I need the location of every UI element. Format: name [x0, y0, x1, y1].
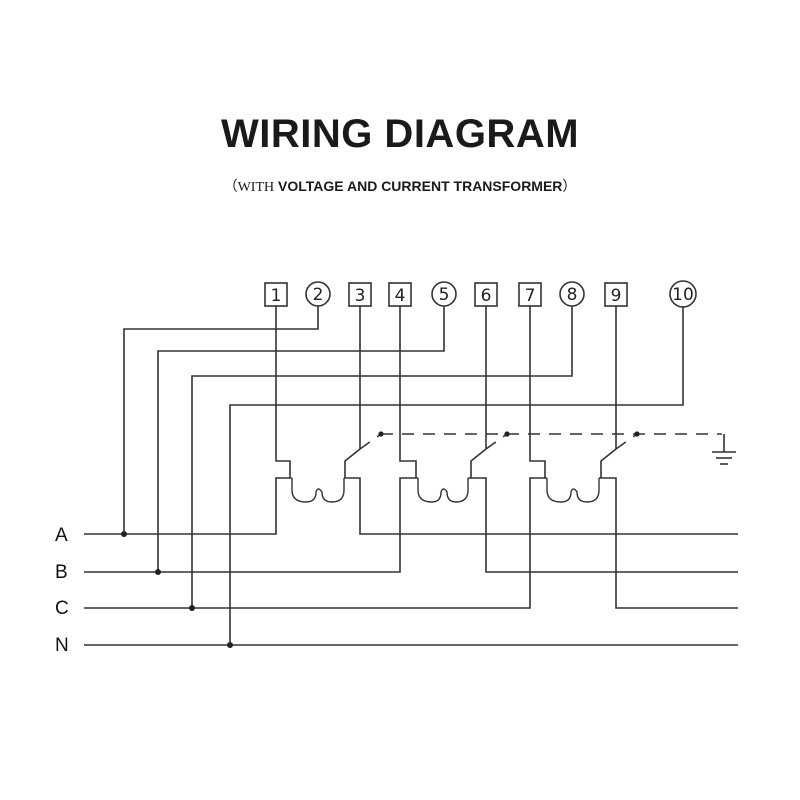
- ground-dash-ct3: [615, 433, 638, 450]
- terminal-8: 8: [559, 281, 585, 307]
- svg-text:10: 10: [672, 285, 694, 305]
- line-c-to-ct3: [84, 477, 547, 609]
- phase-label-b: B: [55, 562, 68, 583]
- terminal-7: 7: [518, 282, 542, 307]
- current-transformer-icon: [417, 478, 469, 503]
- svg-text:2: 2: [313, 285, 324, 305]
- ct1-lead-terminal-3: [344, 306, 361, 478]
- current-transformer-icon: [291, 478, 345, 503]
- svg-text:3: 3: [355, 286, 366, 306]
- line-a-from-ct1: [344, 477, 738, 535]
- svg-text:9: 9: [611, 286, 622, 306]
- wire-terminal-5-phase-b: [157, 306, 445, 572]
- junction-dot: [155, 569, 161, 575]
- subtitle-open: （WITH: [223, 180, 275, 195]
- diagram-subtitle: （WITH VOLTAGE AND CURRENT TRANSFORMER）: [0, 176, 800, 196]
- line-a-to-ct1: [84, 477, 292, 535]
- terminal-6: 6: [474, 282, 498, 307]
- svg-text:1: 1: [271, 286, 282, 306]
- terminal-10: 10: [669, 280, 697, 308]
- line-c-from-ct3: [599, 477, 738, 609]
- junction-dot: [378, 431, 384, 437]
- svg-text:7: 7: [525, 286, 536, 306]
- ct1-lead-terminal-1: [275, 306, 291, 478]
- svg-text:8: 8: [567, 285, 578, 305]
- terminal-9: 9: [604, 282, 628, 307]
- svg-text:6: 6: [481, 286, 492, 306]
- wire-terminal-2-phase-a: [123, 306, 319, 534]
- line-b-to-ct2: [84, 477, 418, 573]
- phase-label-n: N: [55, 635, 69, 656]
- ct3-lead-terminal-7: [529, 306, 546, 478]
- terminal-4: 4: [388, 282, 412, 307]
- phase-label-c: C: [55, 598, 69, 619]
- junction-dot: [227, 642, 233, 648]
- ct2-lead-terminal-4: [399, 306, 417, 478]
- terminal-1: 1: [264, 282, 288, 307]
- svg-text:5: 5: [439, 285, 450, 305]
- line-b-from-ct2: [468, 477, 738, 573]
- ct3-lead-terminal-9: [600, 306, 617, 478]
- ct2-lead-terminal-6: [470, 306, 487, 478]
- svg-text:4: 4: [395, 286, 406, 306]
- diagram-title: WIRING DIAGRAM: [220, 112, 580, 156]
- wire-terminal-10-neutral: [229, 306, 684, 645]
- terminal-2: 2: [305, 281, 331, 307]
- phase-label-a: A: [55, 525, 68, 546]
- current-transformer-icon: [546, 478, 600, 503]
- ground-dash-ct1: [359, 433, 382, 450]
- terminal-3: 3: [348, 282, 372, 307]
- junction-dot: [121, 531, 127, 537]
- subtitle-close: ）: [562, 180, 577, 195]
- ground-symbol-icon: [712, 434, 736, 465]
- junction-dot: [189, 605, 195, 611]
- junction-dot: [634, 431, 640, 437]
- ground-dash-ct2: [485, 433, 508, 450]
- junction-dot: [504, 431, 510, 437]
- wire-terminal-8-phase-c: [191, 306, 573, 608]
- terminal-5: 5: [431, 281, 457, 307]
- subtitle-main: VOLTAGE AND CURRENT TRANSFORMER: [274, 178, 563, 194]
